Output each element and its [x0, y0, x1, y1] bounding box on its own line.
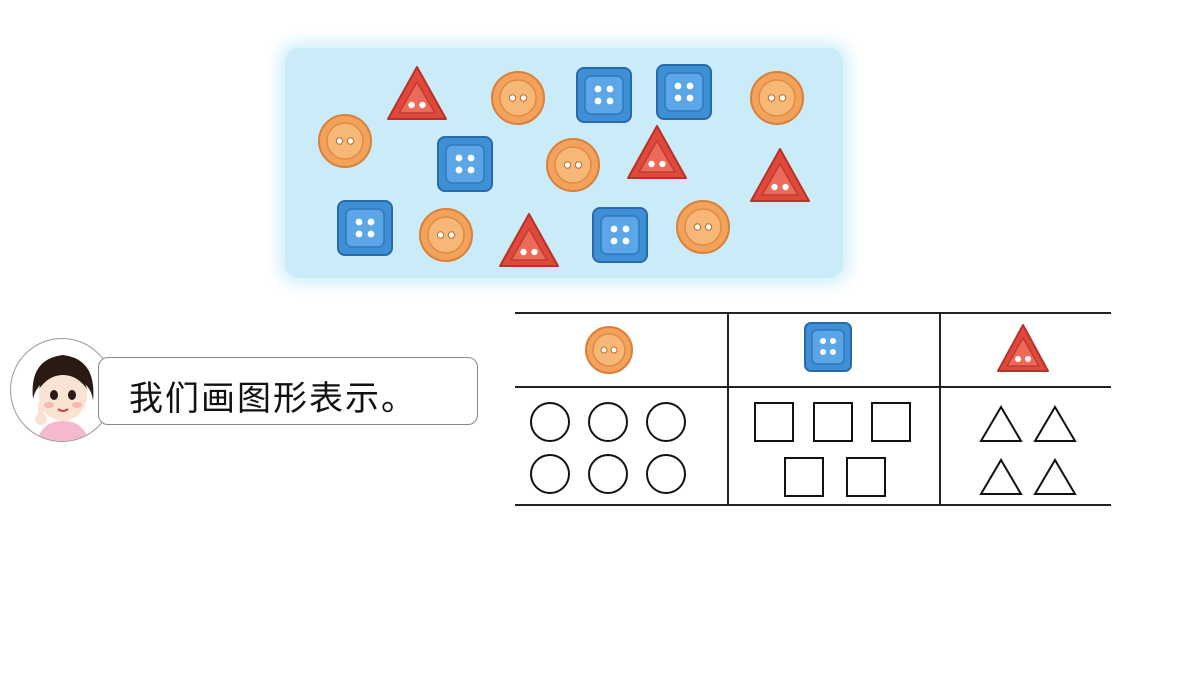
- square-button-icon: [655, 63, 713, 121]
- table-header-divider: [515, 386, 1111, 388]
- triangle-button-icon: [995, 322, 1051, 378]
- square-button-icon: [591, 206, 649, 264]
- drawn-square: [871, 402, 911, 442]
- round-button-icon: [489, 69, 547, 127]
- drawn-square: [846, 457, 886, 497]
- speaker-row: 我们画图形表示。: [10, 338, 480, 448]
- drawn-square: [784, 457, 824, 497]
- tally-table: [515, 312, 1111, 506]
- triangle-button-icon: [748, 146, 812, 204]
- triangle-button-icon: [385, 64, 449, 122]
- speech-bubble: 我们画图形表示。: [98, 357, 478, 425]
- drawn-triangle: [1033, 458, 1077, 495]
- drawn-triangle: [1033, 405, 1077, 442]
- girl-avatar-icon: [10, 338, 114, 442]
- drawn-circle: [588, 454, 628, 494]
- buttons-picture-panel: [285, 48, 843, 278]
- drawn-square: [813, 402, 853, 442]
- table-top-border: [515, 312, 1111, 314]
- table-column-divider: [727, 312, 729, 506]
- triangle-button-icon: [497, 211, 561, 269]
- table-column-divider: [939, 312, 941, 506]
- drawn-circle: [530, 454, 570, 494]
- round-button-icon: [417, 206, 475, 264]
- square-button-icon: [436, 135, 494, 193]
- round-button-icon: [544, 136, 602, 194]
- drawn-circle: [646, 454, 686, 494]
- drawn-circle: [588, 402, 628, 442]
- table-bottom-border: [515, 504, 1111, 506]
- drawn-square: [754, 402, 794, 442]
- drawn-circle: [530, 402, 570, 442]
- round-button-icon: [674, 198, 732, 256]
- square-button-icon: [803, 321, 853, 377]
- round-button-icon: [583, 324, 635, 380]
- drawn-triangle: [979, 405, 1023, 442]
- speech-text: 我们画图形表示。: [129, 379, 417, 419]
- round-button-icon: [316, 112, 374, 170]
- drawn-triangle: [979, 458, 1023, 495]
- square-button-icon: [336, 199, 394, 257]
- drawn-circle: [646, 402, 686, 442]
- triangle-button-icon: [625, 123, 689, 181]
- square-button-icon: [575, 66, 633, 124]
- round-button-icon: [748, 69, 806, 127]
